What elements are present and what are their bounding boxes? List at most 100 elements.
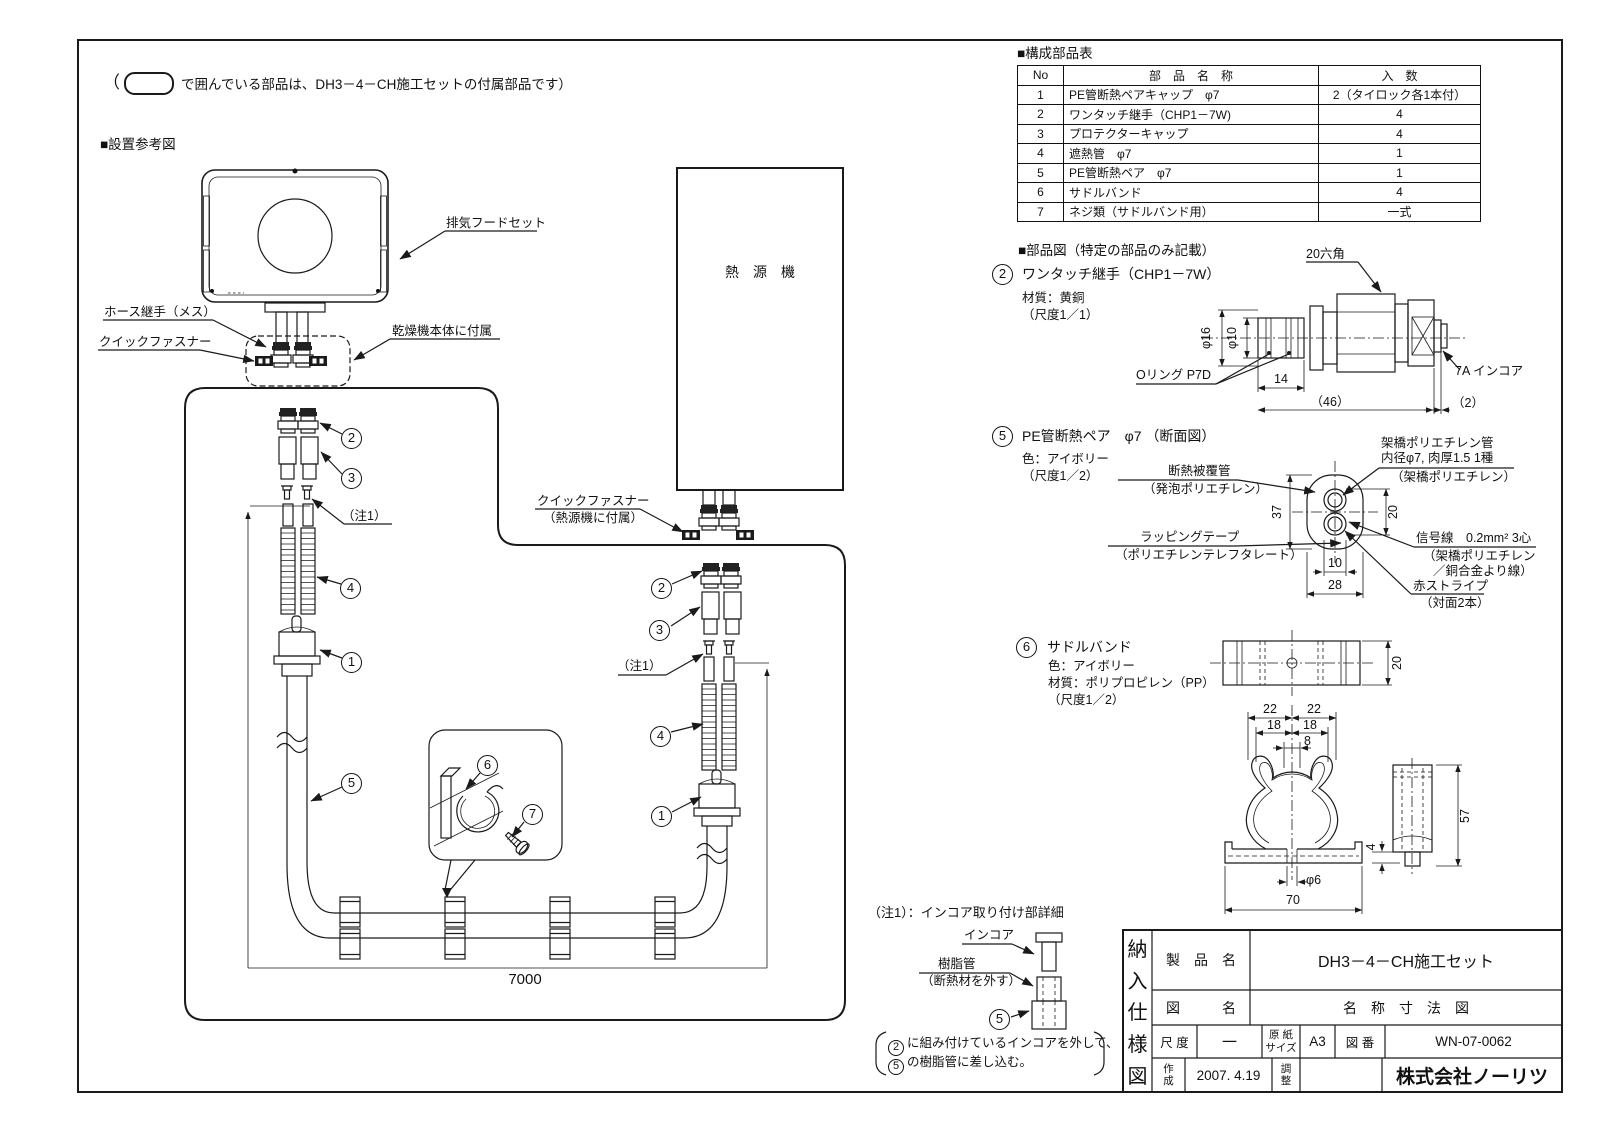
col-qty: 入 数: [1318, 65, 1481, 86]
part2-dim46: （46）: [1310, 394, 1350, 409]
legend-note: で囲んでいる部品は、DH3－4－CH施工セットの付属部品です）: [181, 77, 572, 92]
note1-detail-title: （注1）：インコア取り付け部詳細: [868, 905, 1064, 920]
part5-title: PE管断熱ペア φ7 （断面図）: [1022, 428, 1216, 444]
quick-fastener-label: クイックファスナー: [99, 335, 212, 349]
parts-table-title: ■構成部品表: [1017, 46, 1093, 61]
part5-callout: 5: [992, 426, 1013, 447]
inline-callout-5: 5: [888, 1059, 904, 1075]
hood-label: 排気フードセット: [446, 216, 547, 230]
callout-3: 3: [341, 468, 362, 489]
note1-ref-right: （注1）: [617, 659, 662, 673]
part5-label-insulation2: （発泡ポリエチレン）: [1143, 482, 1269, 496]
part6-dim20: 20: [1390, 656, 1404, 670]
scale-label: 尺 度: [1160, 1036, 1189, 1050]
part6-dim8: 8: [1304, 734, 1311, 748]
qf-heat-label-1: クイックファスナー: [537, 494, 650, 508]
right-riser-drawing: [618, 562, 770, 968]
product-name-label: 製 品 名: [1166, 952, 1236, 968]
part2-incore-label: 7A インコア: [1455, 364, 1524, 378]
paper-size-label: 原 紙サイズ: [1265, 1029, 1297, 1054]
created-label: 作成: [1163, 1062, 1174, 1087]
incore-detail-drawing: [875, 932, 1105, 1076]
part6-dim4: 4: [1364, 843, 1378, 851]
drawing-name-label: 図 名: [1166, 999, 1236, 1016]
part6-color: 色：アイボリー: [1048, 659, 1135, 673]
part5-label-signal3: ／銅合金より線）: [1433, 564, 1533, 578]
exhaust-hood-drawing: [98, 168, 537, 387]
part6-dim70: 70: [1286, 893, 1300, 907]
part6-title: サドルバンド: [1047, 639, 1132, 655]
part5-dim28: 28: [1328, 578, 1342, 592]
part6-dim22l: 22: [1263, 702, 1277, 716]
product-name-value: DH3－4－CH施工セット: [1317, 954, 1495, 971]
part6-dim57: 57: [1458, 809, 1472, 823]
part2-dim14: 14: [1274, 372, 1288, 386]
paper-size-value: A3: [1309, 1034, 1326, 1049]
callout-6: 6: [477, 755, 498, 776]
drawing-no-value: WN-07-0062: [1435, 1034, 1512, 1049]
callout-2-right: 2: [651, 578, 672, 599]
scale-value: 一: [1221, 1034, 1237, 1051]
part5-label-pex2: 内径φ7, 肉厚1.5 1種: [1381, 451, 1494, 465]
part2-callout: 2: [992, 264, 1013, 285]
part2-title: ワンタッチ継手（CHP1－7W）: [1022, 266, 1221, 282]
part5-label-insulation: 断熱被覆管: [1168, 464, 1231, 478]
callout-4-right: 4: [650, 726, 671, 747]
part5-scale: （尺度1／2）: [1022, 469, 1099, 483]
dim-7000: 7000: [508, 970, 542, 988]
title-block-lines: [1122, 929, 1563, 1093]
part6-dim22r: 22: [1307, 702, 1321, 716]
qf-heat-label-2: （熱源機に付属）: [543, 511, 644, 525]
part6-dim-d6: φ6: [1306, 873, 1322, 887]
part5-label-pex1: 架橋ポリエチレン管: [1381, 436, 1494, 450]
dryer-attached-label: 乾燥機本体に付属: [392, 324, 493, 338]
callout-4: 4: [340, 578, 361, 599]
part6-dim18l: 18: [1267, 718, 1281, 732]
company-logo: 株式会社ノーリツ: [1395, 1066, 1548, 1088]
horizontal-runs-drawing: [248, 896, 767, 969]
left-riser-drawing: [245, 407, 392, 968]
callout-7: 7: [522, 804, 543, 825]
part5-dim37: 37: [1270, 505, 1284, 519]
part5-label-tape2: （ポリエチレンテレフタレート）: [1115, 548, 1303, 562]
part5-label-stripe2: （対面2本）: [1420, 596, 1490, 610]
part2-scale: （尺度1／1）: [1022, 308, 1099, 322]
part6-dim18r: 18: [1303, 718, 1317, 732]
part5-label-stripe1: 赤ストライプ: [1413, 579, 1489, 593]
callout-1: 1: [341, 652, 362, 673]
drawing-name-value: 名 称 寸 法 図: [1343, 999, 1469, 1016]
part5-label-tape: ラッピングテープ: [1140, 530, 1240, 544]
pe-pair-section-drawing: [1108, 461, 1536, 598]
callout-2: 2: [341, 428, 362, 449]
col-no: No: [1017, 65, 1064, 86]
part5-dim10: 10: [1328, 556, 1342, 570]
adjust-label: 調整: [1280, 1062, 1292, 1087]
part2-material: 材質：黄銅: [1022, 291, 1085, 305]
table-header-row: No 部 品 名 称 入 数: [1017, 65, 1481, 86]
inline-callout-2: 2: [888, 1040, 904, 1056]
part5-label-pex3: （架橋ポリエチレン）: [1391, 470, 1517, 484]
parts-fig-title: ■部品図（特定の部品のみ記載）: [1018, 243, 1216, 258]
part5-label-signal2: （架橋ポリエチレン: [1423, 549, 1536, 563]
col-name: 部 品 名 称: [1063, 65, 1319, 86]
part2-dim2: （2）: [1452, 396, 1484, 410]
one-touch-joint-drawing: [1136, 261, 1468, 414]
saddle-band-drawing: [1210, 630, 1462, 914]
install-section-title: ■設置参考図: [100, 137, 176, 152]
callout-1-right: 1: [651, 806, 672, 827]
created-date: 2007. 4.19: [1196, 1067, 1261, 1083]
callout-5-detail: 5: [989, 1009, 1010, 1030]
part5-dim20: 20: [1386, 505, 1400, 519]
hose-joint-label: ホース継手（メス）: [104, 305, 216, 319]
